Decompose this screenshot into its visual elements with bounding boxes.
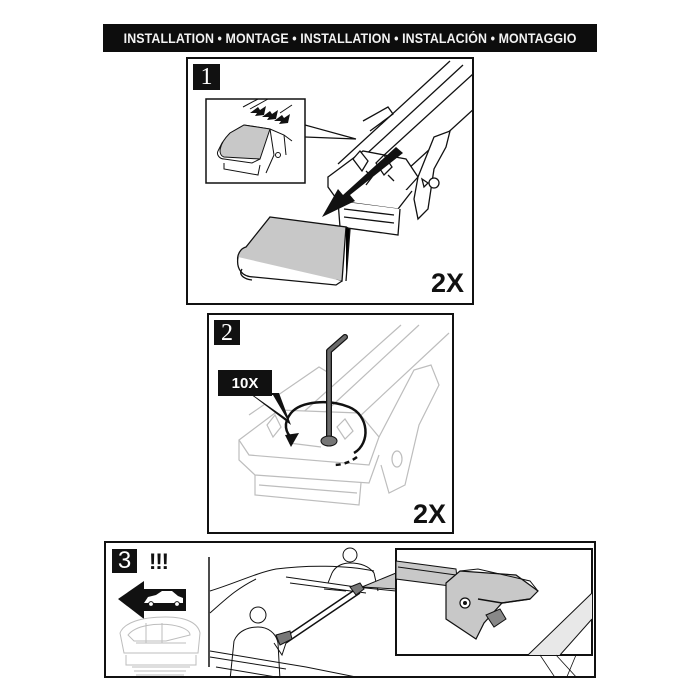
roof-top-view-icon — [119, 616, 201, 676]
warning-marks: !!! — [149, 549, 169, 574]
car-icon — [144, 591, 183, 607]
repeat-count-label: 10X — [231, 374, 259, 392]
step-2-panel: 2 10X 2X — [207, 313, 454, 534]
step-1-number-badge: 1 — [193, 64, 220, 90]
end-cap-cover-icon — [236, 216, 351, 286]
slide-cover-arrow-icon — [322, 147, 403, 217]
allen-key-icon — [320, 334, 348, 447]
step-3-panel: 3 !!! — [104, 541, 596, 678]
header-title: INSTALLATION • MONTAGE • INSTALLATION • … — [123, 30, 577, 46]
step-2-illustration — [238, 324, 450, 506]
direction-arrow-left-icon — [118, 581, 186, 619]
step-1-number: 1 — [200, 64, 213, 90]
step-3-illustration — [118, 547, 593, 676]
inset-detail-icon — [205, 98, 357, 184]
step-3-number: 3 — [117, 547, 132, 574]
two-people-mounting-icon — [209, 547, 397, 676]
foot-detail-inset-icon — [395, 548, 593, 676]
step-1-multiplier: 2X — [430, 268, 464, 298]
step-2-multiplier: 2X — [412, 499, 446, 529]
repeat-count-callout: 10X — [218, 370, 272, 396]
callout-pointer — [249, 393, 291, 425]
header-banner: INSTALLATION • MONTAGE • INSTALLATION • … — [103, 24, 597, 52]
roof-rack-foot-icon — [327, 129, 451, 236]
step-1-illustration — [205, 60, 472, 286]
step-1-panel: 1 2X — [186, 57, 474, 305]
step-2-number-badge: 2 — [214, 320, 240, 345]
step-3-number-badge: 3 — [112, 549, 137, 573]
rotate-counterclockwise-arrow-icon — [284, 401, 367, 467]
step-2-number: 2 — [221, 319, 233, 346]
